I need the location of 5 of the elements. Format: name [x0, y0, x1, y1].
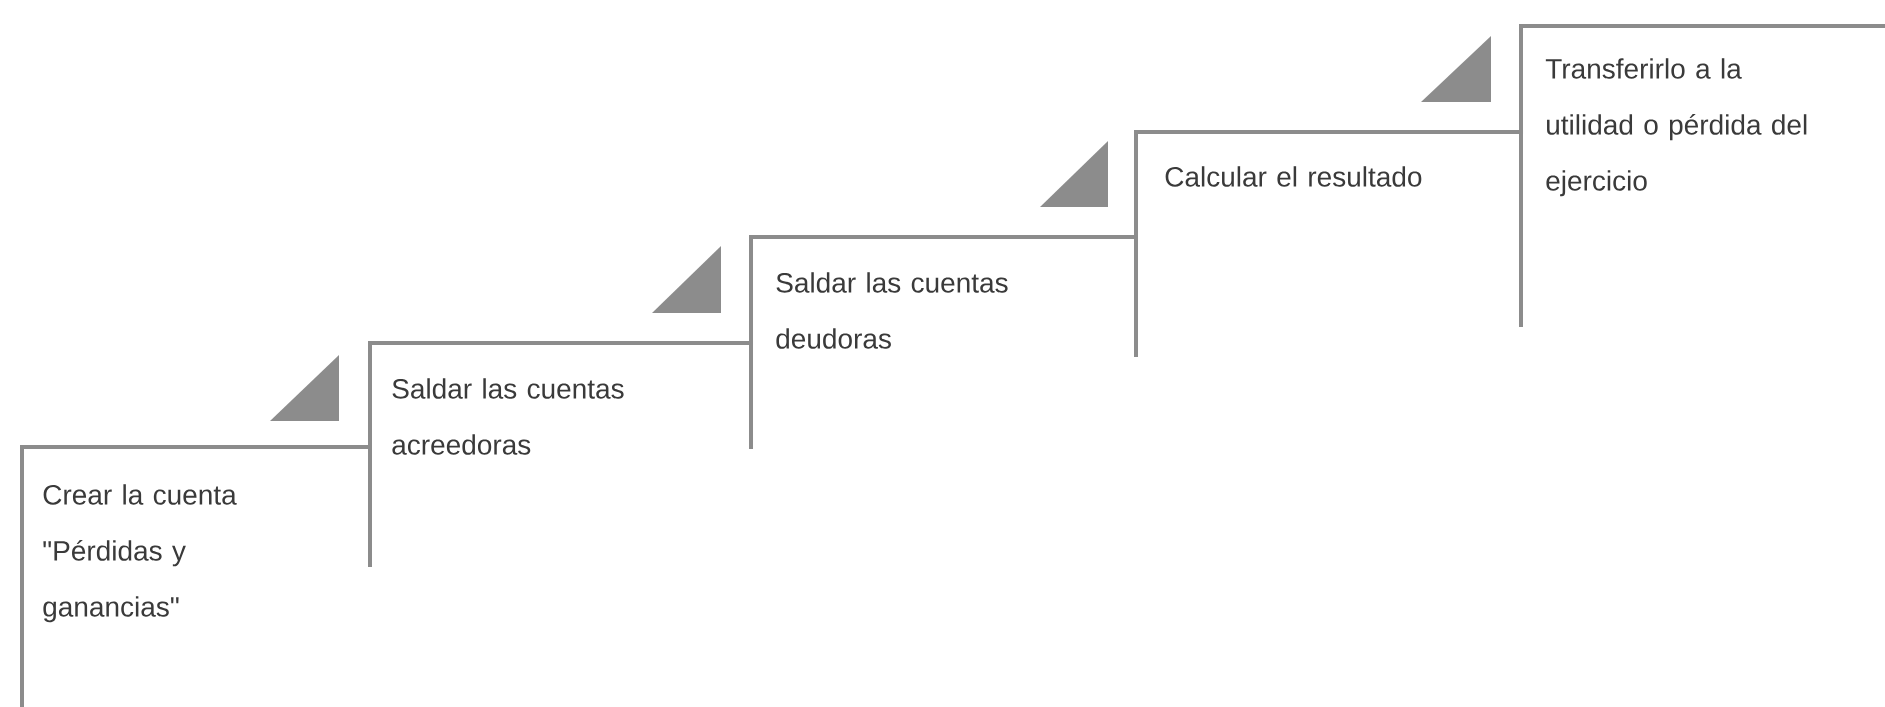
step-text: Calcular el resultado: [1165, 166, 1422, 187]
step-text: Saldar las cuentas deudoras: [776, 272, 1008, 349]
step-text: Crear la cuenta "Pérdidas y ganancias": [43, 484, 237, 623]
step-text: Saldar las cuentas acreedoras: [392, 378, 624, 455]
step-text: Transferirlo a la utilidad o pérdida del ejercicio: [1545, 58, 1807, 197]
